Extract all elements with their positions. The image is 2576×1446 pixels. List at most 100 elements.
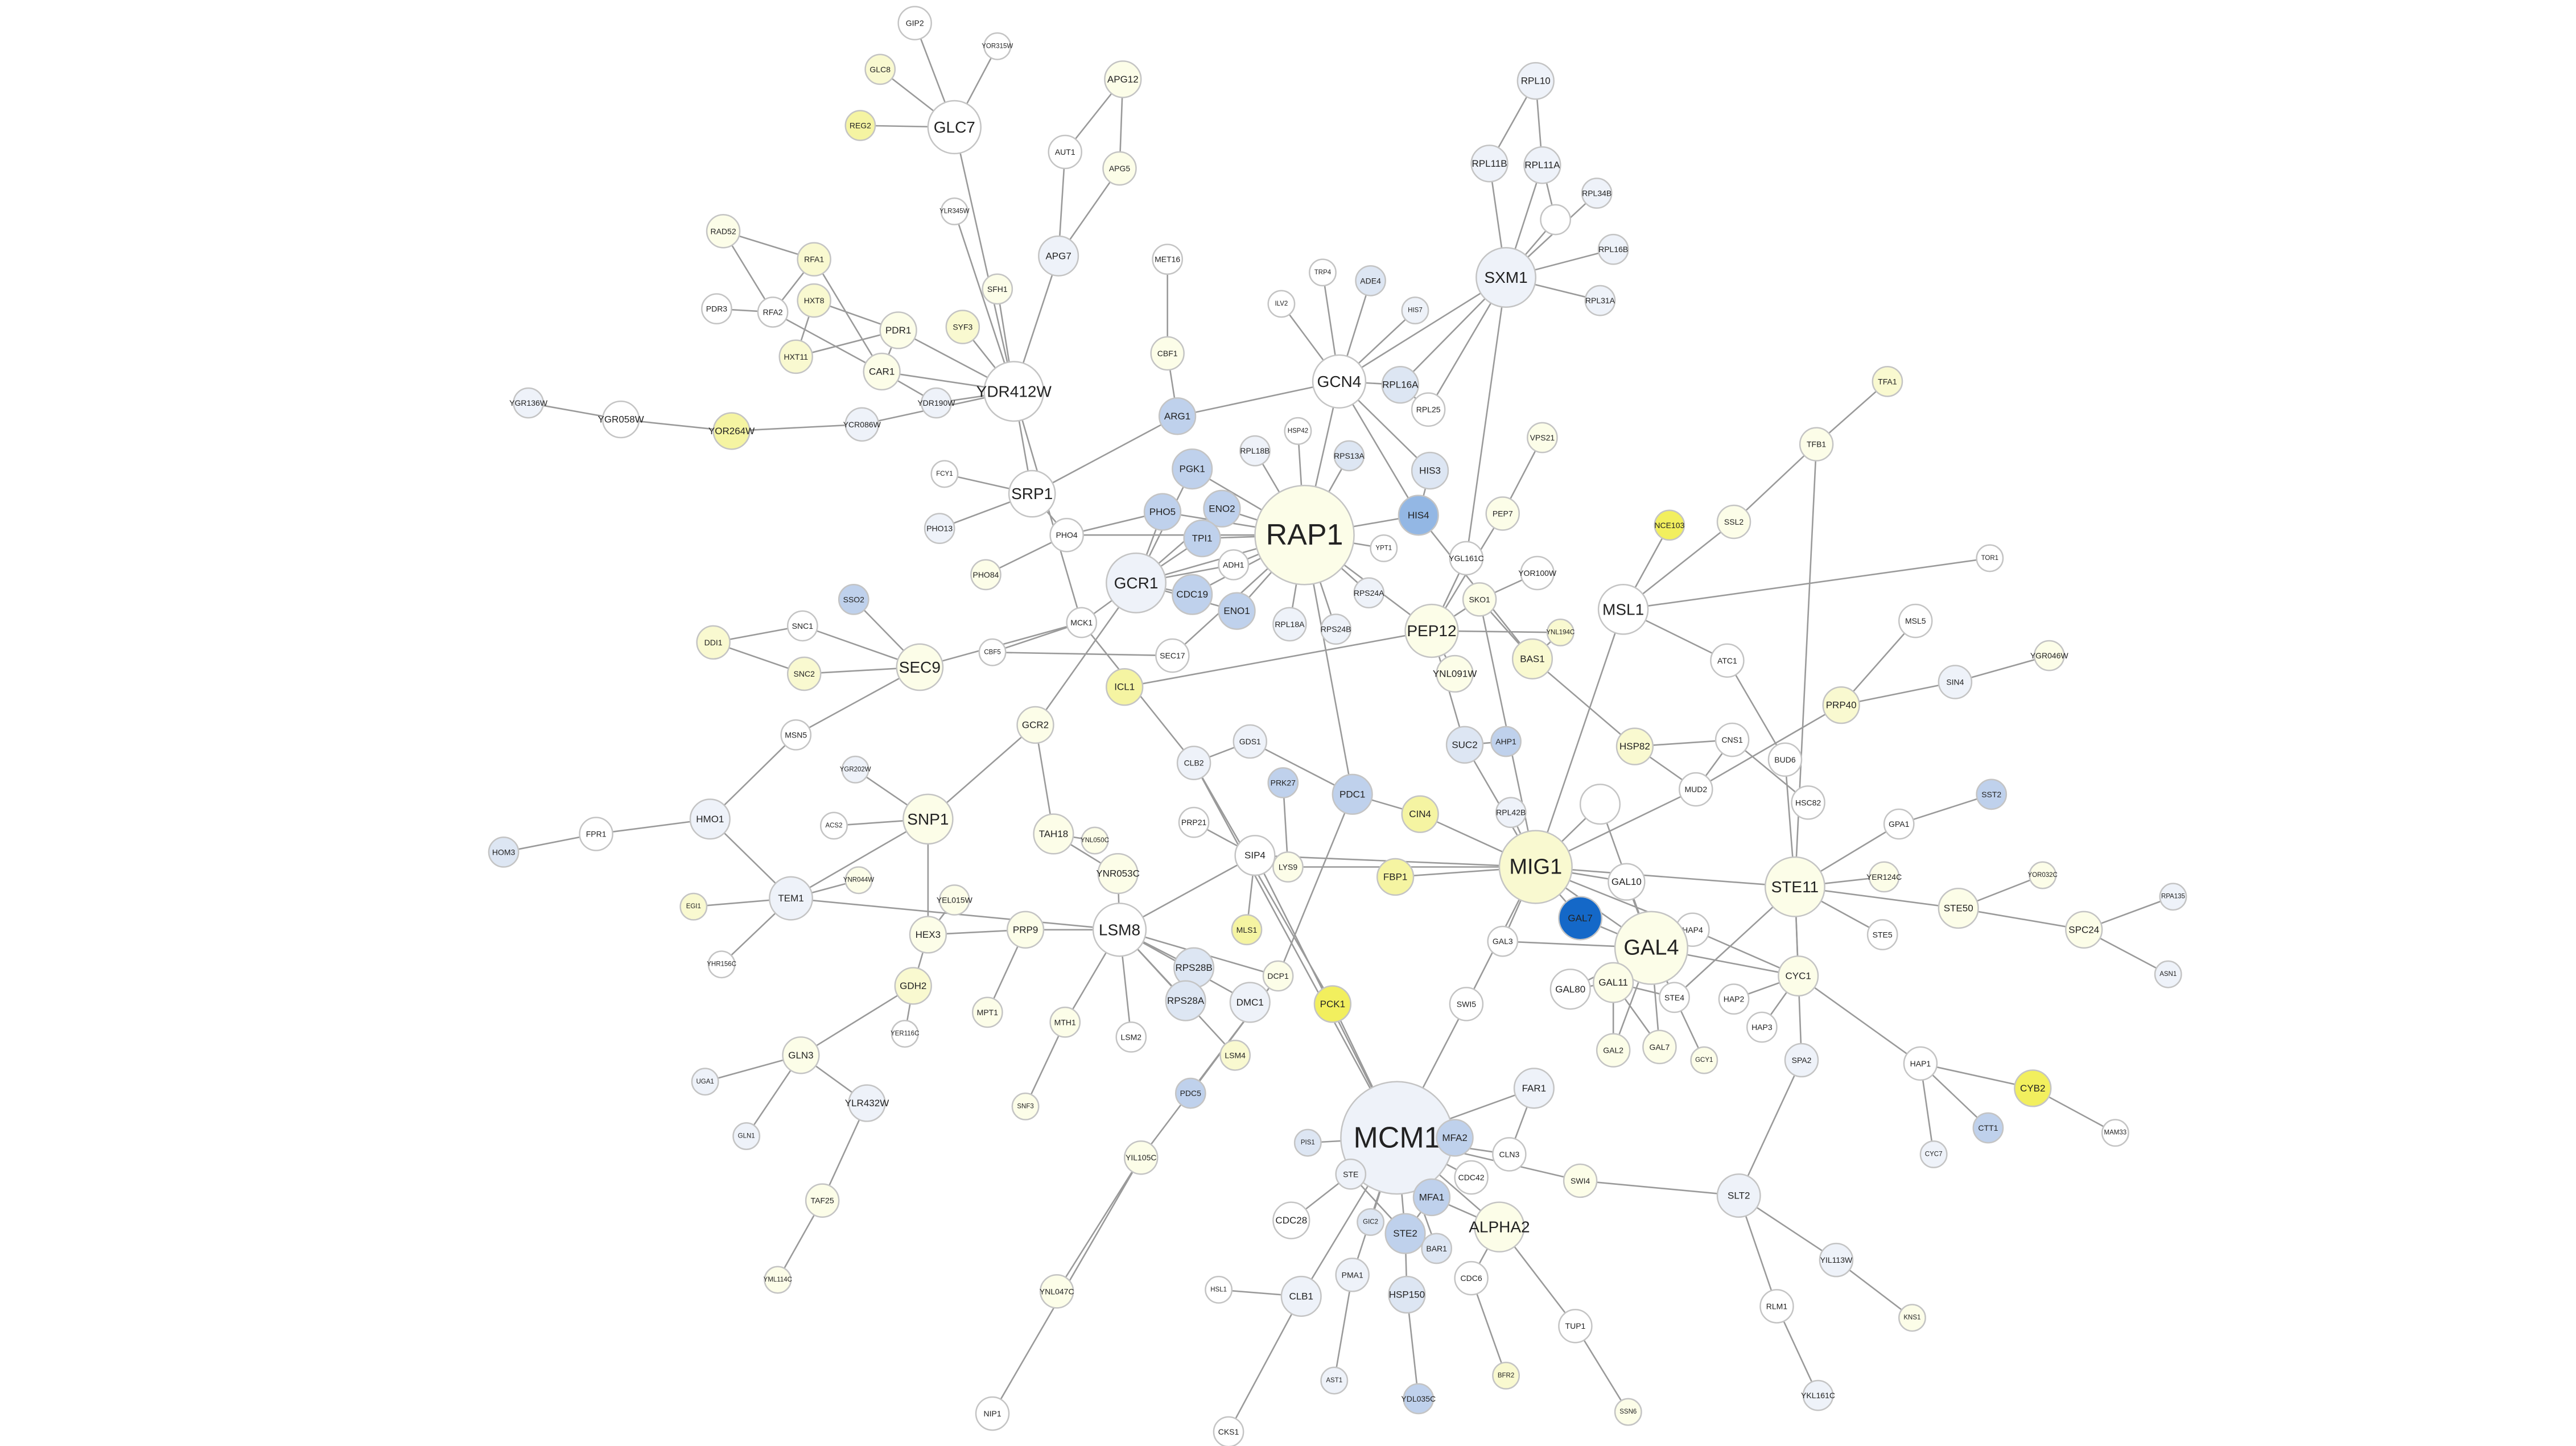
- node-bud6[interactable]: BUD6: [1767, 742, 1803, 777]
- node-far1[interactable]: FAR1: [1513, 1068, 1555, 1109]
- node-ddi1[interactable]: DDI1: [696, 625, 731, 660]
- node-rpa135[interactable]: RPA135: [2159, 883, 2187, 911]
- node-circle-cyb2[interactable]: [2014, 1069, 2052, 1107]
- node-hxt11[interactable]: HXT11: [778, 339, 813, 374]
- node-rpl10[interactable]: RPL10: [1516, 62, 1555, 100]
- node-circle-eno1[interactable]: [1218, 592, 1256, 630]
- node-circle-ilv2[interactable]: [1267, 290, 1296, 318]
- node-circle-hsc82[interactable]: [1791, 785, 1825, 820]
- node-circle-pho84[interactable]: [970, 559, 1001, 591]
- node-rpl34b[interactable]: RPL34B: [1581, 178, 1613, 209]
- node-circle-ylr432w[interactable]: [848, 1084, 886, 1122]
- node-circle-lsm2[interactable]: [1115, 1021, 1147, 1053]
- node-circle-empty2[interactable]: [1579, 784, 1621, 825]
- node-yor315w[interactable]: YOR315W: [982, 32, 1013, 60]
- node-sip4[interactable]: SIP4: [1234, 835, 1276, 876]
- node-circle-pdr3[interactable]: [701, 293, 732, 325]
- node-circle-swi5[interactable]: [1449, 987, 1484, 1021]
- node-circle-rpa135[interactable]: [2159, 883, 2187, 911]
- node-circle-rpl31a[interactable]: [1584, 285, 1616, 316]
- node-circle-trp4[interactable]: [1308, 258, 1337, 287]
- node-circle-mud2[interactable]: [1679, 772, 1713, 807]
- node-fpr1[interactable]: FPR1: [579, 817, 613, 851]
- node-mls1[interactable]: MLS1: [1231, 914, 1263, 946]
- node-his3[interactable]: HIS3: [1411, 451, 1449, 490]
- node-circle-arg1[interactable]: [1158, 397, 1197, 435]
- node-circle-sec17[interactable]: [1155, 638, 1190, 673]
- node-circle-pck1[interactable]: [1313, 985, 1352, 1023]
- node-pep7[interactable]: PEP7: [1485, 496, 1520, 531]
- node-circle-ddi1[interactable]: [696, 625, 731, 660]
- node-ssl2[interactable]: SSL2: [1716, 504, 1751, 539]
- node-suc2[interactable]: SUC2: [1445, 726, 1484, 764]
- node-circle-yor032c[interactable]: [2029, 861, 2057, 889]
- node-circle-pgk1[interactable]: [1172, 448, 1213, 490]
- node-circle-rpl18b[interactable]: [1239, 435, 1271, 467]
- node-circle-asn1[interactable]: [2154, 960, 2182, 988]
- node-gal10[interactable]: GAL10: [1608, 863, 1646, 901]
- node-circle-ygr202w[interactable]: [841, 755, 869, 784]
- node-circle-prk27[interactable]: [1267, 767, 1299, 798]
- node-circle-rps24b[interactable]: [1320, 613, 1352, 645]
- node-circle-adh1[interactable]: [1218, 549, 1250, 580]
- node-tfb1[interactable]: TFB1: [1799, 427, 1834, 462]
- node-circle-ykl161c[interactable]: [1802, 1379, 1834, 1411]
- node-rps28a[interactable]: RPS28A: [1165, 980, 1206, 1021]
- node-circle-rpl25[interactable]: [1411, 392, 1446, 427]
- node-circle-yer116c[interactable]: [891, 1020, 919, 1048]
- node-ilv2[interactable]: ILV2: [1267, 290, 1296, 318]
- node-circle-cyc7[interactable]: [1919, 1140, 1948, 1168]
- node-pdc1[interactable]: PDC1: [1332, 773, 1373, 815]
- node-rpl18a[interactable]: RPL18A: [1272, 607, 1307, 642]
- node-yhr156c[interactable]: YHR156C: [707, 950, 736, 979]
- node-circle-rps24a[interactable]: [1353, 577, 1385, 609]
- node-pdr1[interactable]: PDR1: [879, 311, 917, 349]
- node-circle-cbf5[interactable]: [978, 638, 1007, 666]
- node-trp4[interactable]: TRP4: [1308, 258, 1337, 287]
- node-circle-ydr190w[interactable]: [921, 387, 952, 419]
- node-tpi1[interactable]: TPI1: [1183, 519, 1221, 558]
- node-apg7[interactable]: APG7: [1038, 235, 1079, 277]
- node-sko1[interactable]: SKO1: [1462, 582, 1497, 617]
- node-circle-icl1[interactable]: [1106, 668, 1144, 706]
- node-pho13[interactable]: PHO13: [924, 513, 955, 544]
- node-circle-cdc19[interactable]: [1172, 574, 1213, 615]
- node-circle-rps13a[interactable]: [1333, 440, 1365, 472]
- node-circle-hsp150[interactable]: [1388, 1275, 1426, 1314]
- node-circle-lsm4[interactable]: [1219, 1039, 1251, 1071]
- node-circle-cdc28[interactable]: [1272, 1201, 1310, 1239]
- node-circle-cln3[interactable]: [1492, 1137, 1527, 1172]
- node-nce103[interactable]: NCE103: [1654, 509, 1685, 541]
- node-mfa2[interactable]: MFA2: [1436, 1119, 1474, 1157]
- node-gcr2[interactable]: GCR2: [1016, 706, 1054, 744]
- node-clb2[interactable]: CLB2: [1176, 745, 1211, 780]
- node-circle-rad52[interactable]: [706, 214, 741, 249]
- node-circle-ycr086w[interactable]: [844, 407, 880, 442]
- node-circle-rpl11b[interactable]: [1470, 145, 1508, 183]
- node-ynr053c[interactable]: YNR053C: [1096, 853, 1140, 895]
- node-circle-gal10[interactable]: [1608, 863, 1646, 901]
- node-circle-yor264w[interactable]: [712, 412, 751, 450]
- node-gal80[interactable]: GAL80: [1549, 969, 1591, 1010]
- node-circle-empty1[interactable]: [1540, 204, 1571, 236]
- node-circle-ste2[interactable]: [1384, 1213, 1426, 1254]
- node-tup1[interactable]: TUP1: [1558, 1308, 1593, 1344]
- node-pdc5[interactable]: PDC5: [1174, 1077, 1206, 1109]
- node-circle-nip1[interactable]: [975, 1396, 1010, 1431]
- node-snc1[interactable]: SNC1: [786, 610, 818, 642]
- node-circle-gln1[interactable]: [732, 1122, 761, 1150]
- node-circle-rpl10[interactable]: [1516, 62, 1555, 100]
- node-circle-lys9[interactable]: [1272, 851, 1304, 883]
- node-bfr2[interactable]: BFR2: [1492, 1361, 1520, 1390]
- node-gcr1[interactable]: GCR1: [1106, 552, 1167, 613]
- node-circle-met16[interactable]: [1152, 244, 1184, 275]
- node-ynl050c[interactable]: YNL050C: [1081, 826, 1109, 855]
- node-ygr058w[interactable]: YGR058W: [597, 400, 644, 439]
- node-mam33[interactable]: MAM33: [2101, 1119, 2129, 1147]
- node-circle-sfh1[interactable]: [982, 273, 1013, 305]
- node-circle-hsl1[interactable]: [1205, 1275, 1233, 1304]
- node-circle-mfa1[interactable]: [1412, 1178, 1451, 1217]
- node-circle-gcn4[interactable]: [1312, 354, 1367, 409]
- node-gal11[interactable]: GAL11: [1593, 962, 1634, 1003]
- node-msl5[interactable]: MSL5: [1898, 603, 1933, 638]
